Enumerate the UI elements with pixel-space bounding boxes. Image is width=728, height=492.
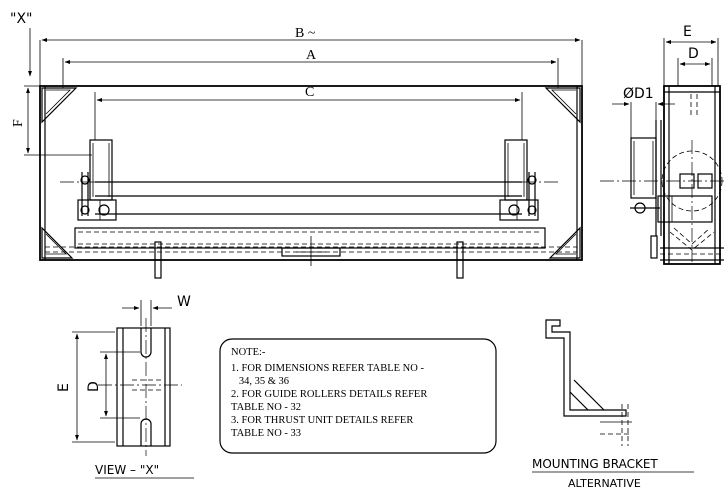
note-line-2: 34, 35 & 36 [231, 376, 289, 387]
note-line-6: TABLE NO - 33 [231, 428, 301, 439]
dim-od1-label: ØD1 [623, 86, 654, 102]
dim-w-label: W [177, 294, 191, 310]
view-x-marker: "X" [10, 11, 32, 27]
mounting-bracket: MOUNTING BRACKET ALTERNATIVE [532, 319, 694, 490]
dim-d-side-label: D [688, 46, 699, 62]
view-x-caption: VIEW – "X" [95, 463, 159, 477]
dim-e-side-label: E [683, 24, 692, 40]
dim-a-label: A [306, 48, 317, 63]
note-line-5: 3. FOR THRUST UNIT DETAILS REFER [231, 415, 413, 426]
dim-e-view-label: E [56, 383, 72, 392]
note-line-3: 2. FOR GUIDE ROLLERS DETAILS REFER [231, 389, 427, 400]
note-box: NOTE:- 1. FOR DIMENSIONS REFER TABLE NO … [219, 338, 497, 454]
mounting-bracket-caption: MOUNTING BRACKET [532, 457, 658, 471]
view-x: W E D VIEW – "X" [56, 294, 194, 479]
dim-c-label: C [305, 85, 314, 100]
dim-d-view-label: D [86, 381, 102, 392]
alternative-caption: ALTERNATIVE [568, 477, 641, 490]
note-line-4: TABLE NO - 32 [231, 402, 301, 413]
front-view: "X" B ~ A C F [10, 11, 583, 279]
side-view: E D ØD1 [600, 24, 726, 265]
dim-b-label: B ~ [295, 26, 316, 41]
dim-f-label: F [11, 119, 26, 127]
note-line-1: 1. FOR DIMENSIONS REFER TABLE NO - [231, 363, 424, 374]
note-title: NOTE:- [231, 347, 266, 358]
